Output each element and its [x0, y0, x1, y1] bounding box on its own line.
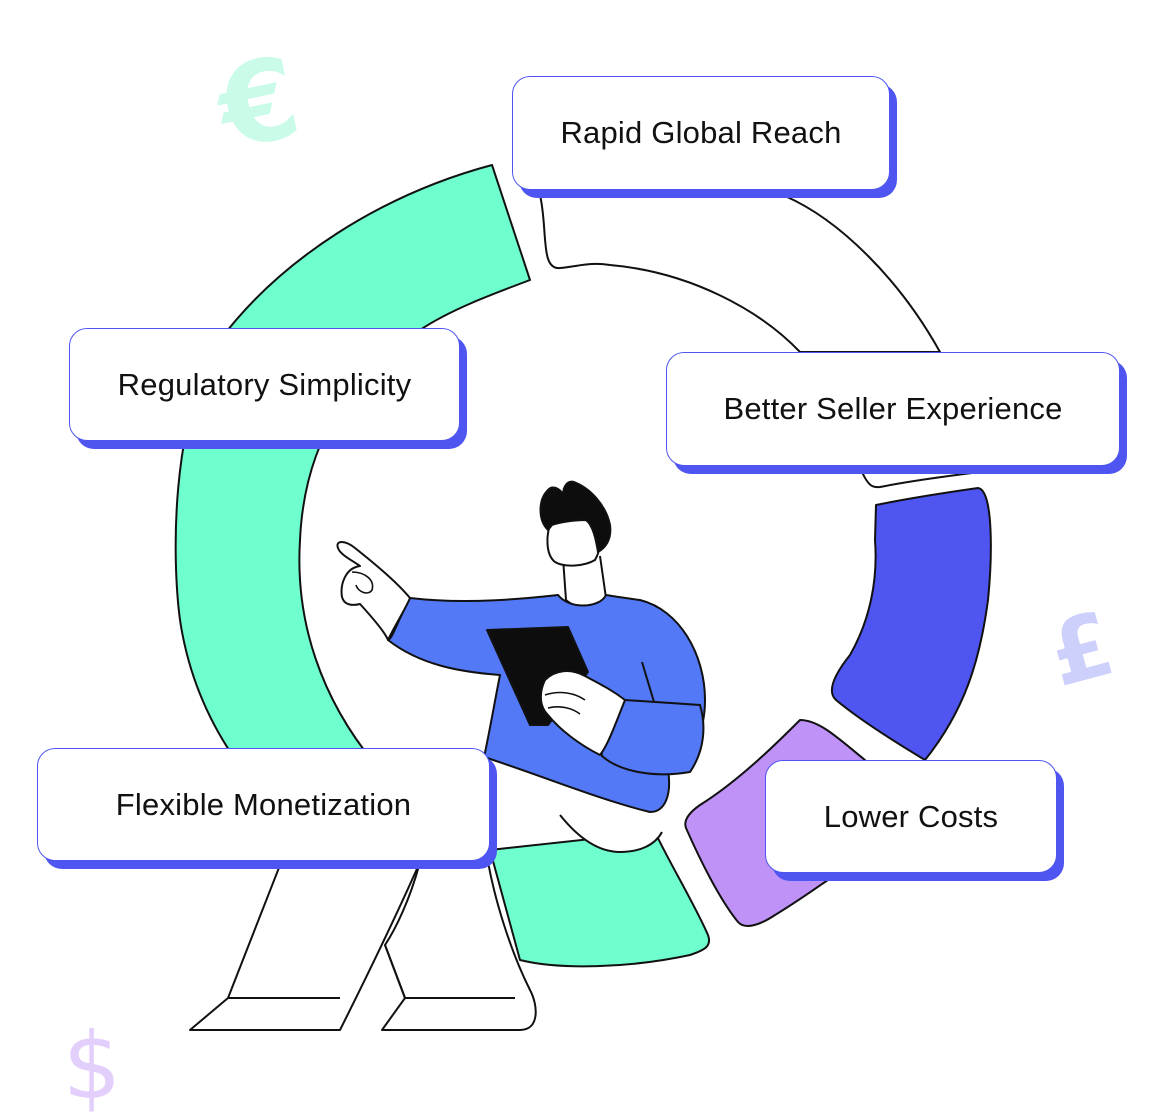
label-lower-costs-text: Lower Costs: [823, 798, 999, 834]
person-leg-seam: [228, 944, 515, 999]
ring-segment-mint: [174, 164, 531, 841]
person-leg-right: [381, 861, 537, 1031]
person-fingers-tablet: [544, 691, 586, 715]
label-rapid-global-reach-text: Rapid Global Reach: [560, 115, 842, 150]
person-fingers-pointing: [351, 571, 374, 594]
person-hand-pointing: [336, 541, 411, 641]
label-flexible-monetization-text: Flexible Monetization: [115, 786, 412, 822]
ring-segment-mint-bottom: [489, 831, 710, 968]
label-better-seller-experience-text: Better Seller Experience: [723, 391, 1063, 426]
label-flexible-monetization: Flexible Monetization: [37, 748, 490, 861]
ring-segment-indigo-gap: [861, 471, 973, 489]
person-leg-left: [189, 859, 421, 1031]
dollar-symbol: $: [63, 1013, 122, 1115]
euro-symbol: €: [204, 32, 310, 176]
label-regulatory-simplicity: Regulatory Simplicity: [69, 328, 460, 441]
person-hair: [539, 480, 612, 553]
pound-symbol: £: [1038, 592, 1124, 707]
ring-segment-outline: [539, 194, 942, 353]
person-lap: [559, 814, 663, 854]
label-regulatory-simplicity-text: Regulatory Simplicity: [117, 366, 412, 402]
ring-segment-indigo: [830, 487, 992, 761]
label-lower-costs: Lower Costs: [765, 760, 1057, 873]
label-better-seller-experience: Better Seller Experience: [666, 352, 1120, 466]
label-rapid-global-reach: Rapid Global Reach: [512, 76, 890, 190]
